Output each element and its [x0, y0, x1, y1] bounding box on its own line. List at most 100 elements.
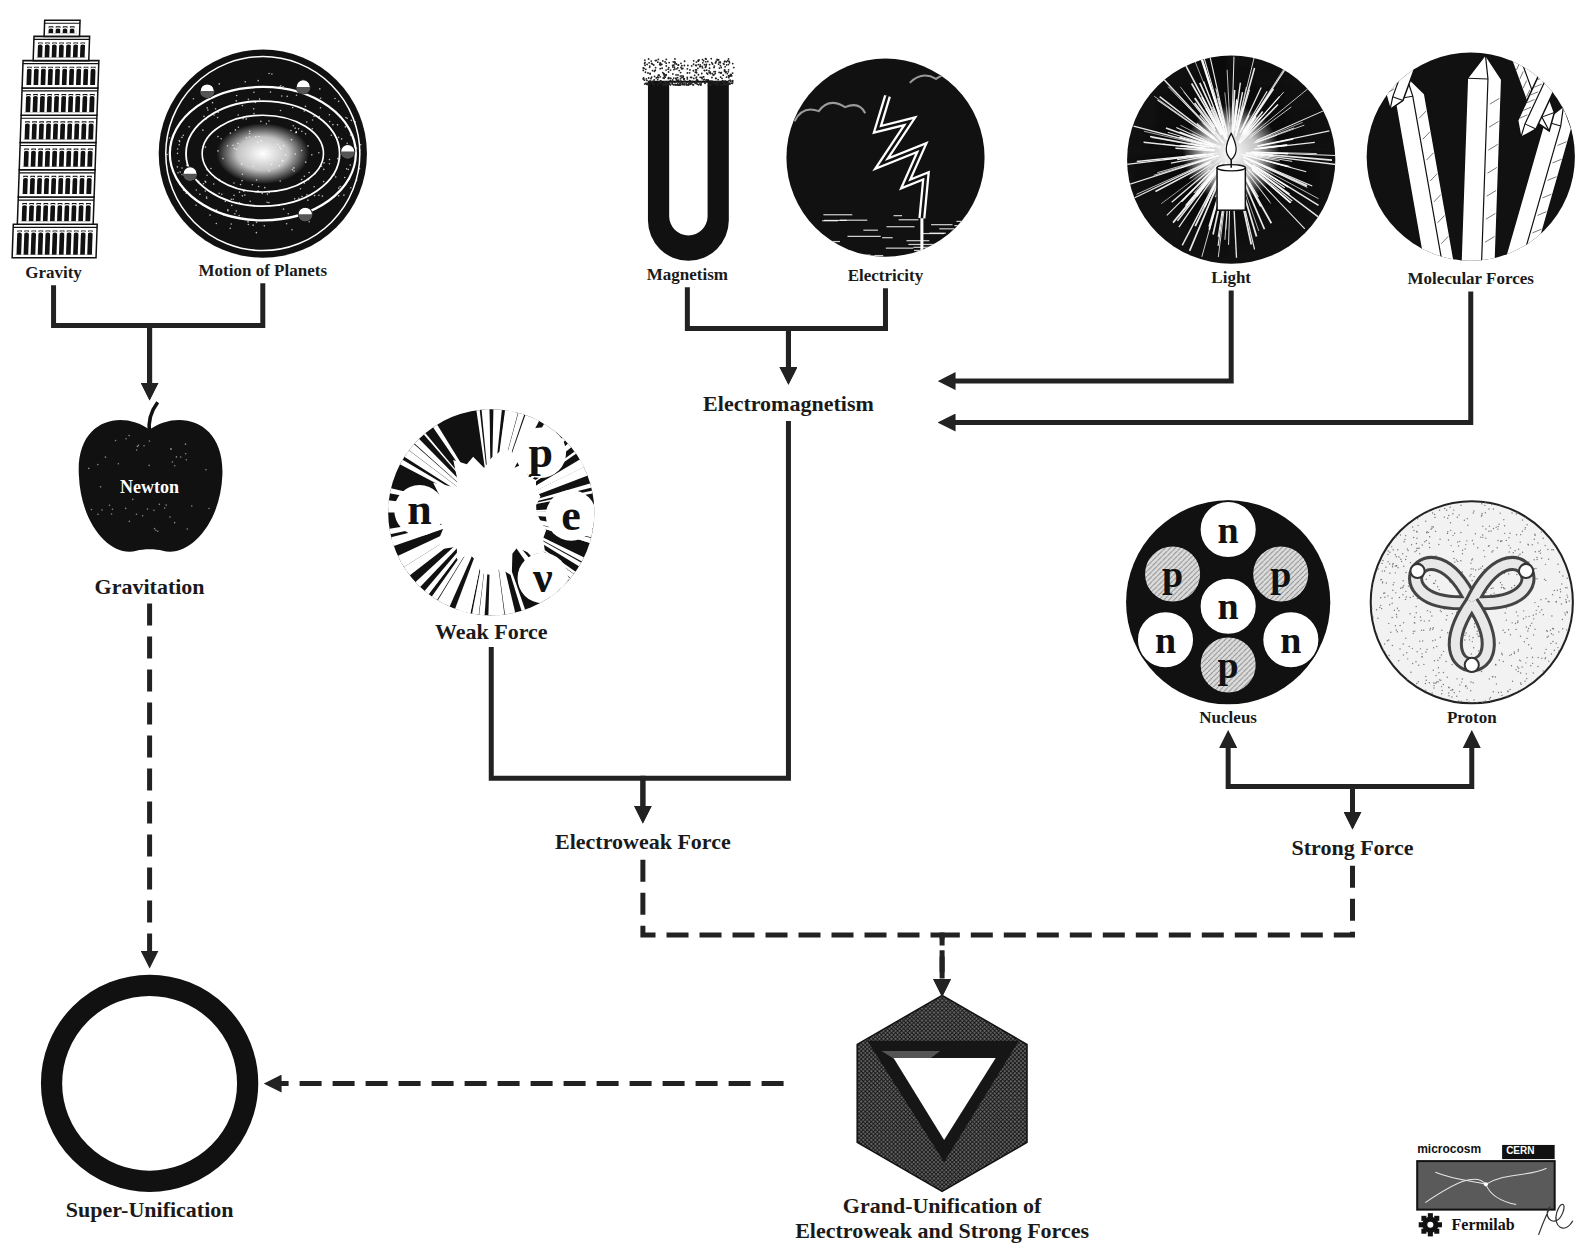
- bar-magnet: [667, 78, 669, 80]
- leaning-tower: [18, 199, 94, 200]
- newton-apple: [164, 507, 166, 509]
- bar-magnet: [648, 83, 650, 85]
- planet-orbits: [205, 190, 207, 192]
- proton-quarks: [1544, 545, 1545, 546]
- proton-quarks: [1491, 551, 1492, 552]
- bar-magnet: [721, 77, 723, 79]
- proton-quarks: [1392, 549, 1393, 550]
- proton-quarks: [1376, 609, 1377, 610]
- newton-apple: [180, 456, 182, 458]
- proton-quarks: [1447, 676, 1448, 677]
- proton-quarks: [1511, 665, 1512, 666]
- bar-magnet: [663, 73, 665, 75]
- leaning-tower: [65, 232, 72, 236]
- proton-quarks: [1509, 533, 1510, 534]
- proton-quarks: [1437, 660, 1438, 661]
- planet-orbits: [244, 194, 246, 196]
- proton-quarks: [1524, 680, 1525, 681]
- planet-orbits: [183, 174, 197, 181]
- proton-quarks: [1556, 601, 1557, 602]
- proton-quarks: [1443, 672, 1444, 673]
- lightning-scene: [882, 237, 893, 238]
- bar-magnet: [723, 82, 725, 84]
- crystals: [1467, 78, 1488, 80]
- proton-quarks: [1554, 650, 1555, 651]
- leaning-tower: [37, 232, 44, 236]
- newton-apple: [174, 465, 176, 467]
- proton-quarks: [1562, 619, 1563, 620]
- proton-quarks: [1504, 632, 1505, 633]
- planet-orbits: [351, 120, 353, 122]
- leaning-tower: [51, 92, 54, 112]
- newton-apple: [136, 513, 138, 515]
- planet-orbits: [218, 83, 220, 85]
- planet-orbits: [338, 195, 340, 197]
- newton-apple: [185, 459, 187, 461]
- planet-orbits: [256, 232, 258, 234]
- leaning-tower: [58, 150, 65, 154]
- proton-quarks: [1531, 648, 1532, 649]
- proton-quarks: [1480, 536, 1481, 537]
- proton-quarks: [1433, 670, 1434, 671]
- proton-quarks: [1481, 515, 1482, 516]
- bar-magnet: [707, 79, 709, 81]
- crystals: [1386, 37, 1424, 109]
- leaning-tower: [26, 68, 33, 72]
- planet-orbits: [271, 73, 273, 75]
- planet-orbits: [281, 95, 283, 97]
- leaning-tower: [20, 174, 23, 194]
- proton-quarks: [1520, 682, 1521, 683]
- proton-quarks: [1519, 554, 1520, 555]
- bar-magnet: [654, 60, 656, 62]
- proton-quarks: [1533, 614, 1534, 615]
- bar-magnet: [720, 72, 722, 74]
- proton-quarks: [1402, 594, 1403, 595]
- proton-quarks: [1520, 636, 1521, 637]
- proton-quarks: [1381, 563, 1382, 564]
- bar-magnet: [677, 64, 679, 66]
- bar-magnet: [733, 67, 735, 69]
- newton-apple: [112, 508, 114, 510]
- bar-magnet: [679, 75, 681, 77]
- proton-quarks: [1448, 515, 1449, 516]
- leaning-tower: [62, 201, 65, 221]
- leaning-tower: [34, 174, 37, 194]
- leaning-tower: [75, 68, 82, 72]
- proton-quarks: [1396, 614, 1397, 615]
- proton-quarks: [1429, 629, 1430, 630]
- proton-quarks: [1394, 610, 1395, 611]
- proton-quarks: [1554, 590, 1555, 591]
- bar-magnet: [707, 73, 709, 75]
- leaning-tower: [87, 123, 94, 127]
- planet-orbits: [311, 154, 313, 156]
- bar-magnet: [668, 77, 670, 79]
- planet-orbits: [159, 50, 367, 258]
- proton-quarks: [1488, 531, 1489, 532]
- proton-quarks: [1511, 654, 1512, 655]
- proton-quarks: [1457, 561, 1458, 562]
- proton-quarks: [1462, 553, 1463, 554]
- bar-magnet: [675, 74, 677, 76]
- proton-quarks: [1460, 560, 1461, 561]
- crystals: [1423, 132, 1430, 139]
- newton-apple: [169, 516, 171, 518]
- bar-magnet: [718, 59, 720, 61]
- proton-quarks: [1405, 572, 1406, 573]
- proton-quarks: [1412, 648, 1413, 649]
- proton-quarks: [1516, 513, 1517, 514]
- proton-quarks: [1412, 526, 1413, 527]
- planet-orbits: [181, 167, 183, 169]
- leaning-tower: [88, 95, 95, 99]
- bar-magnet: [657, 61, 659, 63]
- proton-quarks: [1528, 644, 1529, 645]
- lightning-scene: [886, 248, 914, 249]
- planet-orbits: [183, 167, 197, 181]
- planet-orbits: [296, 80, 310, 94]
- proton-quarks: [1464, 639, 1465, 640]
- proton-quarks: [1532, 657, 1533, 658]
- proton-quarks: [1418, 548, 1419, 549]
- proton-quarks: [1537, 657, 1538, 658]
- proton-quarks: [1454, 692, 1455, 693]
